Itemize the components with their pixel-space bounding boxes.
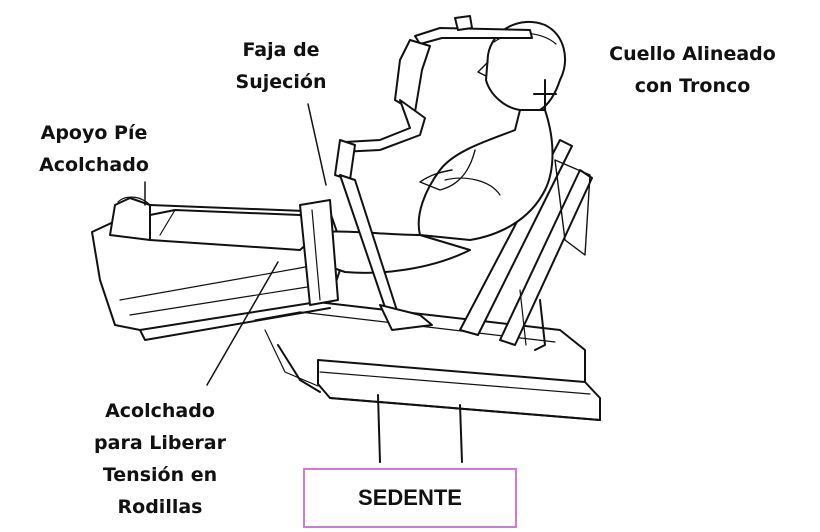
neck-label: Cuello Alineado con Tronco [590,38,795,102]
knee-label-line: Rodillas [117,496,203,518]
head-fixation-frame [334,15,533,181]
knee-label-line: para Liberar [94,432,226,454]
knee-label-line: Tensión en [102,464,218,486]
foot-label-line: Apoyo Píe [40,122,148,144]
leader-lines [144,103,327,386]
knee-pad [299,199,339,306]
patient-figure [109,20,566,274]
belt-label-line: Sujeción [235,71,327,93]
knee-label-line: Acolchado [105,400,215,422]
position-title: SEDENTE [358,485,462,510]
foot-label: Apoyo Píe Acolchado [20,117,168,181]
neck-label-line: Cuello Alineado [609,43,776,65]
belt-label-line: Faja de [242,39,320,61]
knee-label: Acolchado para Liberar Tensión en Rodill… [85,395,235,523]
neck-alignment-marker [533,79,557,111]
restraint-strap [339,174,433,331]
foot-label-line: Acolchado [39,154,149,176]
position-title-box: SEDENTE [303,468,517,528]
neck-label-line: con Tronco [634,75,751,97]
belt-label: Faja de Sujeción [226,34,336,98]
